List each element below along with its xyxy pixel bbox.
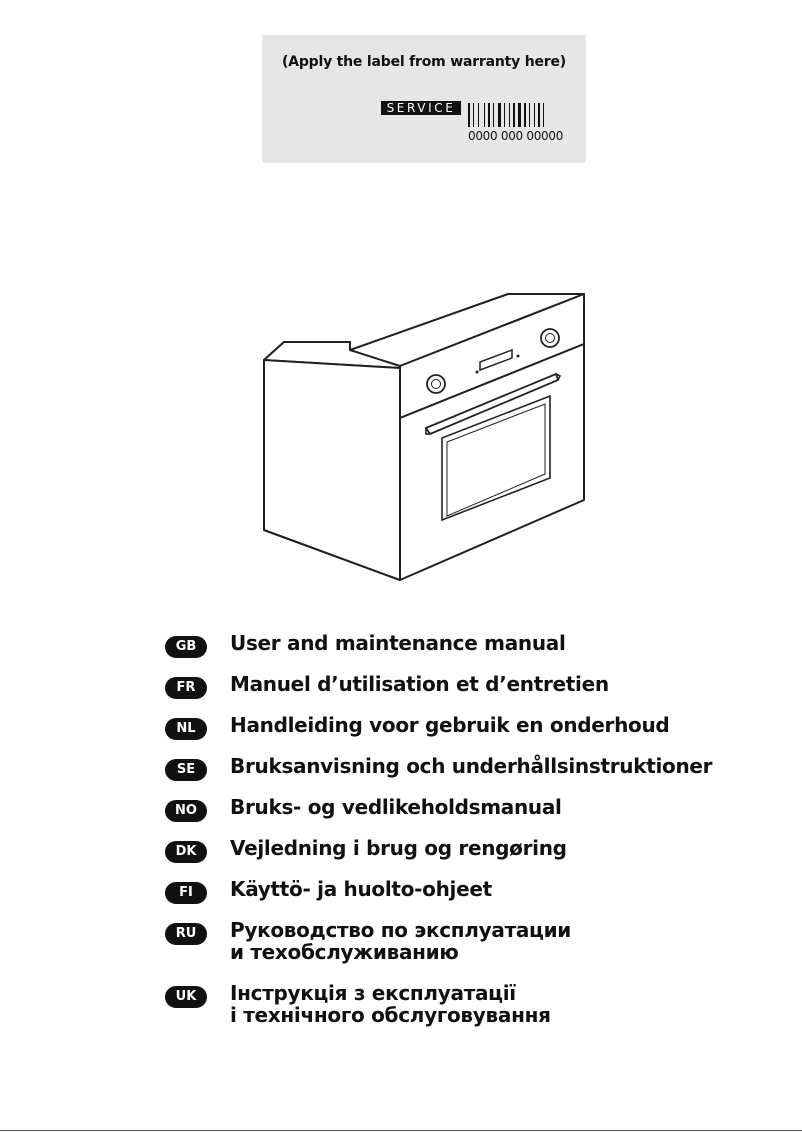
barcode-icon (468, 103, 544, 127)
language-entry: FR Manuel d’utilisation et d’entretien (165, 673, 765, 703)
language-entry: SE Bruksanvisning och underhållsinstrukt… (165, 755, 765, 785)
language-entry: UK Інструкція з експлуатації і технічног… (165, 982, 765, 1038)
manual-title: Handleiding voor gebruik en onderhoud (230, 713, 670, 737)
oven-illustration-icon (263, 293, 585, 581)
language-entry: FI Käyttö- ja huolto-ohjeet (165, 878, 765, 908)
manual-title: Руководство по эксплуатации и техобслужи… (230, 919, 571, 963)
language-code-badge: GB (165, 636, 207, 658)
manual-title-line: Manuel d’utilisation et d’entretien (230, 672, 609, 696)
language-code-badge: FR (165, 677, 207, 699)
language-entry: NO Bruks- og vedlikeholdsmanual (165, 796, 765, 826)
manual-title-line: Bruks- og vedlikeholdsmanual (230, 795, 562, 819)
manual-title-line: Käyttö- ja huolto-ohjeet (230, 877, 492, 901)
manual-title-line: Bruksanvisning och underhållsinstruktion… (230, 754, 713, 778)
manual-title: Bruks- og vedlikeholdsmanual (230, 796, 562, 818)
language-entry: NL Handleiding voor gebruik en onderhoud (165, 714, 765, 744)
manual-title: User and maintenance manual (230, 632, 566, 654)
language-code-badge: RU (165, 923, 207, 945)
language-code-badge: DK (165, 841, 207, 863)
language-code-badge: NO (165, 800, 207, 822)
warranty-instruction: (Apply the label from warranty here) (282, 54, 566, 70)
manual-title-line: и техобслуживанию (230, 940, 459, 964)
manual-title-line: User and maintenance manual (230, 631, 566, 655)
language-entry: DK Vejledning i brug og rengøring (165, 837, 765, 867)
manual-title: Vejledning i brug og rengøring (230, 837, 567, 859)
manual-title: Manuel d’utilisation et d’entretien (230, 673, 609, 695)
page-bottom-rule (0, 1130, 802, 1131)
language-code-badge: FI (165, 882, 207, 904)
barcode-number: 0000 000 00000 (468, 129, 564, 143)
manual-title-line: Handleiding voor gebruik en onderhoud (230, 713, 670, 737)
language-entry: GB User and maintenance manual (165, 632, 765, 662)
manual-title: Bruksanvisning och underhållsinstruktion… (230, 754, 713, 778)
manual-title-line: Vejledning i brug og rengøring (230, 836, 567, 860)
service-tag: SERVICE (381, 101, 461, 115)
manual-title: Käyttö- ja huolto-ohjeet (230, 878, 492, 900)
language-code-badge: UK (165, 986, 207, 1008)
language-entry: RU Руководство по эксплуатации и техобсл… (165, 919, 765, 975)
manual-title-line: і технічного обслуговування (230, 1003, 551, 1027)
manual-title-line: Руководство по эксплуатации (230, 918, 572, 942)
manual-title-line: Інструкція з експлуатації (230, 981, 516, 1005)
language-code-badge: NL (165, 718, 207, 740)
warranty-label-area: (Apply the label from warranty here) SER… (262, 35, 586, 163)
manual-title: Інструкція з експлуатації і технічного о… (230, 982, 551, 1026)
language-code-badge: SE (165, 759, 207, 781)
